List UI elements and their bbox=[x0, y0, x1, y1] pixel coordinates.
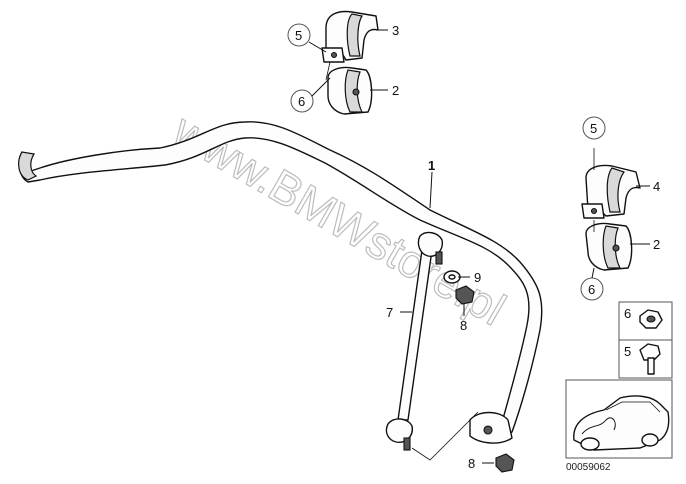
callout-7: 7 bbox=[386, 305, 393, 320]
legend-box-6: 6 bbox=[618, 301, 673, 341]
nut-part-8-lower[interactable] bbox=[495, 453, 515, 473]
callout-5-top: 5 bbox=[295, 28, 302, 43]
bracket-part-4[interactable] bbox=[581, 164, 641, 219]
legend-box-5: 5 bbox=[618, 339, 673, 379]
callout-circle-5-right bbox=[582, 116, 606, 140]
bracket-part-3[interactable] bbox=[321, 10, 379, 63]
callout-8-lower: 8 bbox=[468, 456, 475, 471]
rubber-mount-part-2-top[interactable] bbox=[327, 66, 373, 115]
callout-4: 4 bbox=[653, 179, 660, 194]
legend-label-6: 6 bbox=[624, 306, 631, 321]
callout-circle-5-top bbox=[287, 23, 311, 47]
callout-6-right: 6 bbox=[588, 282, 595, 297]
callout-6-top: 6 bbox=[298, 94, 305, 109]
callout-1: 1 bbox=[428, 158, 435, 173]
stabilizer-bar[interactable] bbox=[18, 121, 543, 444]
callout-5-right: 5 bbox=[590, 121, 597, 136]
callout-8-upper: 8 bbox=[460, 318, 467, 333]
callout-circle-6-top bbox=[290, 89, 314, 113]
legend-label-5: 5 bbox=[624, 344, 631, 359]
callout-3: 3 bbox=[392, 23, 399, 38]
nut-part-8-upper[interactable] bbox=[455, 285, 475, 305]
rubber-mount-part-2-right[interactable] bbox=[585, 222, 633, 271]
link-rod-part-7[interactable] bbox=[385, 231, 443, 451]
car-location-thumbnail: 00059062 bbox=[565, 379, 673, 473]
callout-9: 9 bbox=[474, 270, 481, 285]
callout-2-top: 2 bbox=[392, 83, 399, 98]
washer-part-9[interactable] bbox=[443, 270, 461, 284]
diagram-id: 00059062 bbox=[566, 462, 611, 473]
callout-2-right: 2 bbox=[653, 237, 660, 252]
